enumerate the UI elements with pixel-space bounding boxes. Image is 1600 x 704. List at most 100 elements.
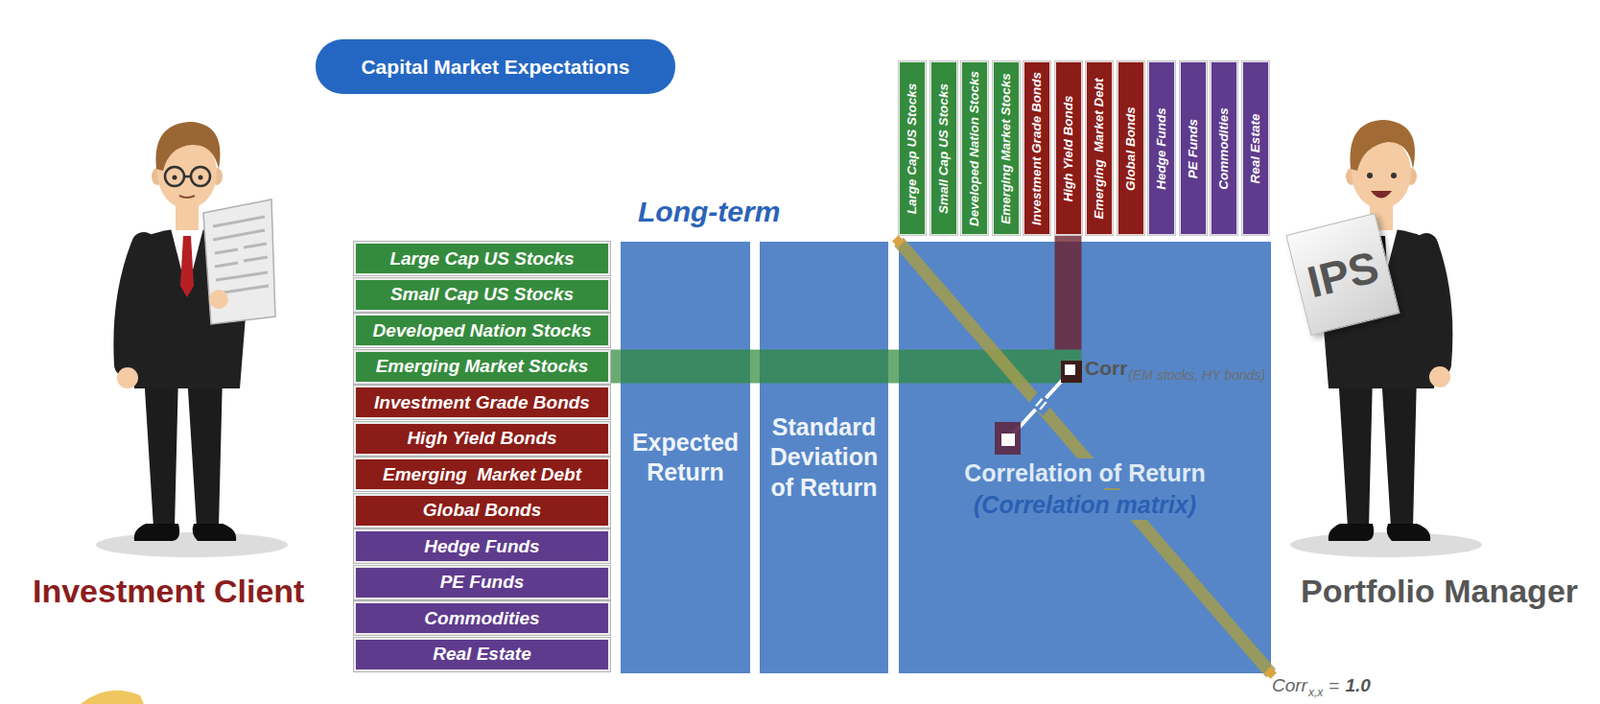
hair xyxy=(1349,119,1415,171)
panel-ground xyxy=(759,241,889,674)
header-text: PE Funds xyxy=(1185,117,1200,178)
matrix-title: Correlation of Return xyxy=(959,458,1210,489)
column-header: Small Cap US Stocks xyxy=(930,61,958,236)
cell-mark xyxy=(1060,360,1083,383)
arm xyxy=(1426,244,1441,365)
asset-class-name: Emerging Market Debt xyxy=(382,464,582,486)
asset-class-name: Real Estate xyxy=(432,643,531,665)
newspaper-lines xyxy=(212,216,269,294)
asset-class-name: Global Bonds xyxy=(423,499,542,521)
period-label: Long-term xyxy=(637,195,780,229)
formula-symbol: Corr xyxy=(1084,356,1128,380)
header-text: Global Bonds xyxy=(1123,106,1138,191)
leg xyxy=(1381,374,1417,528)
formula-subscript: (EM stocks, HY bonds) xyxy=(1128,367,1266,383)
cell-mark-inner xyxy=(1001,433,1015,447)
asset-class-name: Small Cap US Stocks xyxy=(390,283,574,306)
glasses xyxy=(190,166,211,187)
formula-symbol: Corr xyxy=(1271,675,1308,697)
header-text: Small Cap US Stocks xyxy=(936,83,951,214)
glasses xyxy=(164,166,185,187)
leg xyxy=(1338,374,1373,528)
leg xyxy=(143,374,179,528)
eye xyxy=(1390,172,1397,179)
eye xyxy=(172,175,178,181)
equality-sign: = xyxy=(1028,392,1053,417)
shoe xyxy=(192,523,237,542)
shoe xyxy=(134,523,180,542)
formula-subscript: x,x xyxy=(1308,685,1323,700)
header-text: Emerging Market Debt xyxy=(1092,77,1107,219)
header-text: High Yield Bonds xyxy=(1060,94,1076,202)
tie xyxy=(180,235,194,298)
title-pill: Capital Market Expectations xyxy=(315,39,676,95)
row-label-box: Commodities xyxy=(353,601,611,636)
asset-class-name: PE Funds xyxy=(440,571,525,593)
panel-ground xyxy=(898,241,1271,674)
title-text: Capital Market Expectations xyxy=(360,55,630,79)
row-label-box: High Yield Bonds xyxy=(353,422,611,456)
column-header: Investment Grade Bonds xyxy=(1023,61,1051,236)
cell-mark xyxy=(994,422,1021,455)
matrix-subtitle: (Correlation matrix) xyxy=(968,490,1201,520)
header-text: Emerging Market Stocks xyxy=(998,72,1013,225)
cell-mark-inner xyxy=(1064,364,1076,376)
asset-class-name: High Yield Bonds xyxy=(406,427,557,449)
plates xyxy=(610,235,1277,680)
diagonal-cap xyxy=(892,235,905,248)
asset-class-name: Hedge Funds xyxy=(423,536,540,558)
floor-shadow xyxy=(1290,532,1483,558)
formula-label: Corr(EM stocks, HY bonds) xyxy=(1084,356,1266,380)
row-label-box: Real Estate xyxy=(353,637,611,672)
column-header: Real Estate xyxy=(1242,61,1270,236)
column-title: Standard Deviation of Return xyxy=(762,412,886,503)
panel-ground xyxy=(620,241,751,674)
ips-paper: IPS xyxy=(1285,212,1400,336)
header-text: Hedge Funds xyxy=(1154,107,1170,190)
shoe xyxy=(1328,523,1374,542)
row-label-box: Emerging Market Debt xyxy=(353,457,611,492)
hand xyxy=(117,367,139,389)
asset-class-name: Commodities xyxy=(423,608,540,630)
row-label-box: Small Cap US Stocks xyxy=(353,278,611,312)
hand xyxy=(1429,366,1451,388)
column-header: High Yield Bonds xyxy=(1055,61,1083,236)
hand xyxy=(209,289,229,309)
manager-figure xyxy=(1290,119,1483,558)
correlation-matrix: Correlation of Return(Correlation matrix… xyxy=(898,241,1271,674)
floor-shadow xyxy=(95,532,288,558)
row-label-box: Global Bonds xyxy=(353,494,611,528)
column-header: Emerging Market Stocks xyxy=(992,61,1020,236)
eye xyxy=(1366,172,1373,179)
eye xyxy=(198,175,204,181)
header-text: Investment Grade Bonds xyxy=(1030,71,1045,226)
row-label-box: Developed Nation Stocks xyxy=(353,313,611,348)
column-header: Large Cap US Stocks xyxy=(898,61,926,236)
column-highlight xyxy=(1055,235,1083,351)
row-label-box: PE Funds xyxy=(353,565,611,600)
header-text: Developed Nation Stocks xyxy=(967,70,983,226)
glasses-bridge xyxy=(184,175,191,179)
column-header: PE Funds xyxy=(1179,61,1207,236)
shoe xyxy=(1387,523,1432,542)
measure-column: Standard Deviation of Return xyxy=(759,241,889,674)
row-label-box: Hedge Funds xyxy=(353,529,611,564)
column-header: Commodities xyxy=(1210,61,1238,236)
asset-class-name: Large Cap US Stocks xyxy=(389,248,574,270)
mouth xyxy=(179,195,195,198)
column-header: Emerging Market Debt xyxy=(1085,61,1113,236)
asset-class-name: Investment Grade Bonds xyxy=(374,392,590,414)
column-header: Developed Nation Stocks xyxy=(961,61,989,236)
row-label-box: Large Cap US Stocks xyxy=(353,241,611,276)
client-figure xyxy=(95,121,288,558)
column-header: Global Bonds xyxy=(1117,61,1145,236)
measure-column: Expected Return xyxy=(620,241,751,674)
formula-value: 1.0 xyxy=(1344,675,1370,697)
header-text: Large Cap US Stocks xyxy=(905,82,920,214)
arm xyxy=(125,244,144,365)
asset-class-name: Emerging Market Stocks xyxy=(376,355,589,377)
header-text: Commodities xyxy=(1217,107,1232,190)
formula-label: Corrx,x=1.0 xyxy=(1271,675,1371,697)
yellow-shape xyxy=(80,690,144,704)
